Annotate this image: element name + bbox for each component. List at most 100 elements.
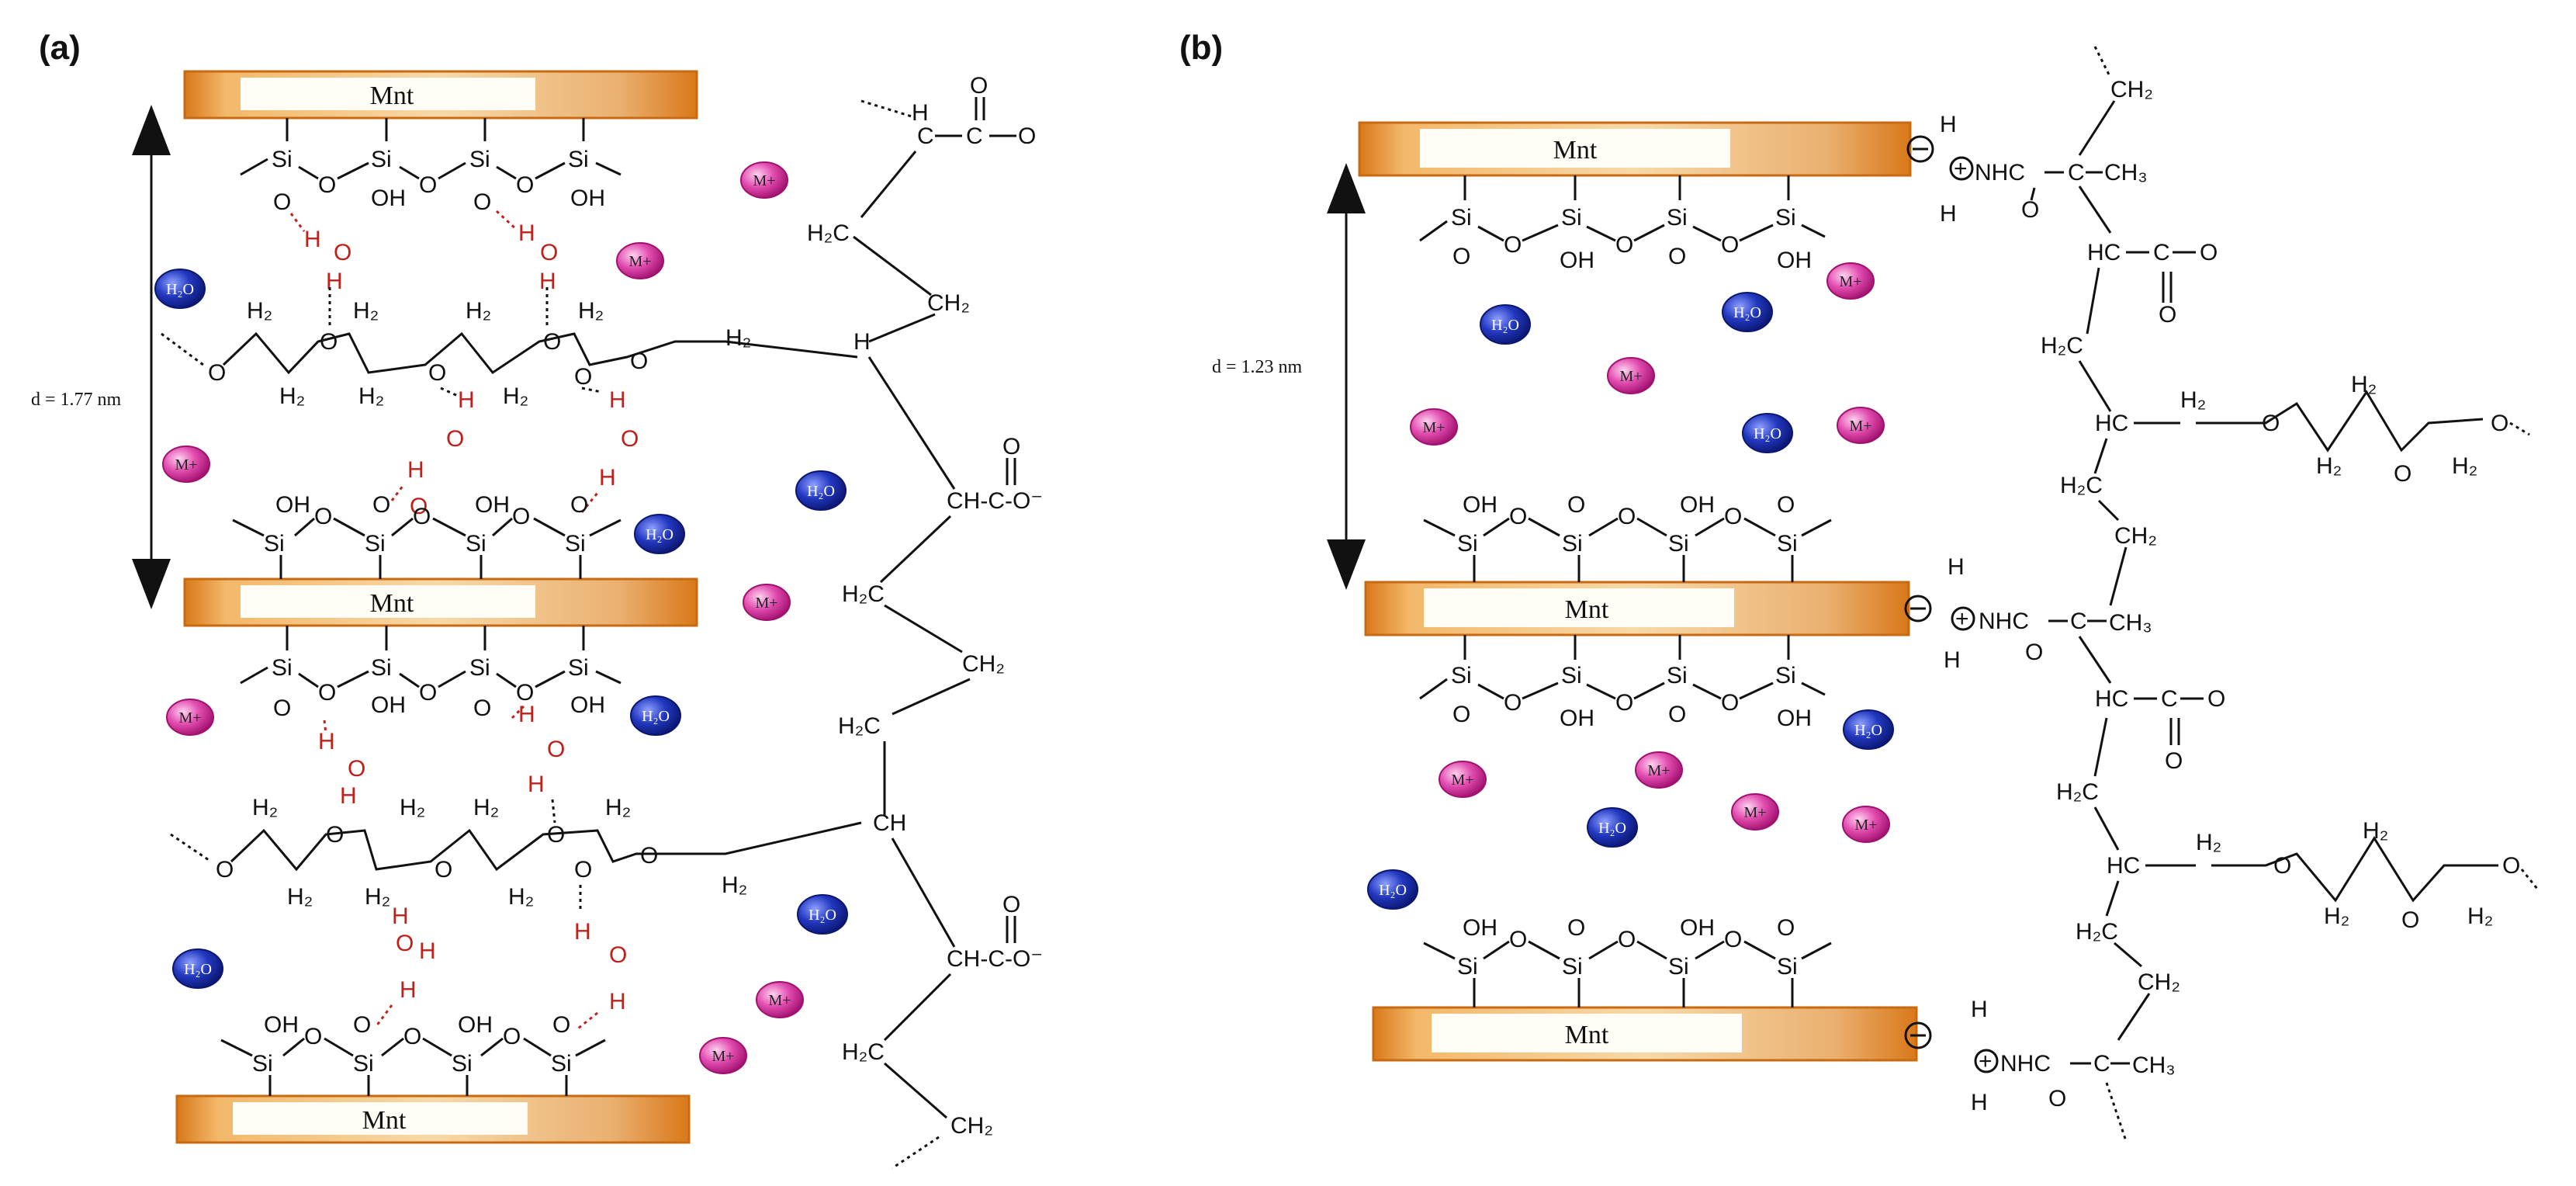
svg-text:Si: Si <box>1777 954 1798 980</box>
cation: M+ <box>740 161 788 199</box>
svg-text:O: O <box>273 189 291 215</box>
svg-text:H₂O: H₂O <box>807 483 835 500</box>
svg-text:M+: M+ <box>175 456 197 473</box>
svg-text:H: H <box>518 702 535 727</box>
silicate-row-a1: Si Si Si Si O O O OH OH O O <box>240 118 621 215</box>
cation: M+ <box>1837 407 1885 444</box>
water-ion: H₂O <box>1587 807 1638 848</box>
svg-text:O: O <box>2262 411 2280 436</box>
polymer-backbone-b: CH₂ H + NHC H O C CH₃ HC C O O H₂C HC H₂… <box>1940 46 2539 1142</box>
svg-text:H₂: H₂ <box>2467 903 2493 929</box>
svg-text:O: O <box>428 360 446 386</box>
svg-text:O: O <box>353 1012 371 1038</box>
svg-text:Si: Si <box>469 147 490 172</box>
polymer-backbone-a: H C C O O H₂C CH₂ H CH-C-O⁻ O H₂C CH₂ H₂… <box>807 73 1043 1170</box>
svg-text:CH₂: CH₂ <box>2110 77 2153 102</box>
svg-text:M+: M+ <box>1854 817 1877 834</box>
svg-text:HC: HC <box>2095 411 2128 436</box>
svg-text:O: O <box>543 329 561 355</box>
svg-text:Si: Si <box>551 1051 572 1077</box>
svg-text:O: O <box>574 364 592 390</box>
svg-text:M+: M+ <box>1647 762 1670 779</box>
svg-text:H₂O: H₂O <box>1491 317 1519 334</box>
svg-text:H₂: H₂ <box>2316 453 2342 479</box>
svg-text:H₂: H₂ <box>365 884 390 910</box>
svg-text:H₂: H₂ <box>2180 387 2206 413</box>
svg-text:+: + <box>1955 606 1969 632</box>
silicate-row-a2-top: OH OH O O Si Si Si Si O O O <box>232 492 621 579</box>
svg-text:Si: Si <box>1668 531 1689 557</box>
svg-text:O: O <box>503 1024 521 1049</box>
cation: M+ <box>1607 357 1655 394</box>
svg-text:O: O <box>314 504 332 529</box>
svg-text:H₂C: H₂C <box>2076 919 2118 945</box>
svg-text:O: O <box>1615 690 1633 716</box>
svg-text:H₂: H₂ <box>2452 453 2477 479</box>
svg-text:O: O <box>512 504 530 529</box>
svg-text:H₂: H₂ <box>2351 372 2377 397</box>
svg-text:H₂: H₂ <box>2324 903 2349 929</box>
svg-text:Si: Si <box>1668 954 1689 980</box>
svg-text:O: O <box>410 494 428 519</box>
svg-text:C: C <box>2093 1051 2110 1077</box>
svg-text:O: O <box>1668 702 1686 727</box>
svg-text:H: H <box>912 100 929 126</box>
d-spacing-label: d = 1.77 nm <box>31 390 122 410</box>
svg-text:OH: OH <box>371 692 406 718</box>
hbond-water-a-lower: H O H H O H <box>318 702 565 809</box>
svg-text:Si: Si <box>1561 663 1582 688</box>
svg-text:OH: OH <box>1560 706 1594 731</box>
svg-text:H₂: H₂ <box>473 795 499 820</box>
svg-text:H₂: H₂ <box>400 795 425 820</box>
svg-text:H₂C: H₂C <box>2056 779 2099 805</box>
svg-text:H: H <box>318 729 335 754</box>
panel-a-label: (a) <box>39 29 81 67</box>
svg-text:H₂: H₂ <box>503 383 528 409</box>
svg-text:O: O <box>516 680 534 706</box>
svg-text:H: H <box>392 903 409 929</box>
svg-text:Si: Si <box>272 147 293 172</box>
svg-text:CH₂: CH₂ <box>927 290 970 316</box>
svg-text:O: O <box>540 240 558 265</box>
water-ion: H₂O <box>1367 869 1418 910</box>
svg-text:OH: OH <box>1777 706 1812 731</box>
peg-chain-a-lower: O H₂ H₂ O H₂ H₂ O H₂ H₂ O H₂ O O H₂ <box>170 795 862 912</box>
svg-text:O: O <box>2273 853 2291 879</box>
svg-text:H₂C: H₂C <box>2060 473 2103 498</box>
mnt-layer-b3: Mnt <box>1372 1006 1918 1062</box>
svg-text:O: O <box>570 492 588 518</box>
svg-text:O: O <box>2165 748 2183 774</box>
svg-text:H: H <box>326 269 343 294</box>
svg-text:Si: Si <box>452 1051 473 1077</box>
water-ion: H₂O <box>1480 304 1531 345</box>
svg-text:H₂O: H₂O <box>184 961 212 978</box>
svg-text:Si: Si <box>1457 531 1478 557</box>
svg-text:H: H <box>419 938 436 964</box>
mnt-label: Mnt <box>370 589 414 618</box>
cation: M+ <box>1826 262 1875 300</box>
silicate-row-b2-bottom: Si Si Si Si O O O O OH O OH <box>1419 635 1826 731</box>
water-ion: H₂O <box>154 269 206 309</box>
svg-text:O: O <box>320 329 338 355</box>
cation: M+ <box>756 981 804 1018</box>
svg-text:CH₃: CH₃ <box>2132 1052 2176 1078</box>
peg-chain-a-upper: O H₂ H₂ O H₂ H₂ O H₂ H₂ O H₂ O O H₂ <box>161 287 858 409</box>
silicate-row-b1: Si Si Si Si O O O O OH O OH <box>1419 175 1826 273</box>
cation: M+ <box>162 446 210 483</box>
svg-text:M+: M+ <box>1743 804 1766 821</box>
svg-text:CH: CH <box>873 810 906 836</box>
svg-text:O: O <box>1002 892 1020 917</box>
svg-text:H: H <box>1940 201 1957 227</box>
svg-text:H₂C: H₂C <box>2041 333 2083 359</box>
svg-text:H: H <box>609 989 626 1014</box>
d-spacing-label: d = 1.23 nm <box>1212 357 1303 377</box>
svg-text:O: O <box>403 1024 421 1049</box>
cation: M+ <box>699 1037 747 1074</box>
svg-text:O: O <box>1504 232 1522 258</box>
svg-text:H₂: H₂ <box>247 298 272 324</box>
svg-text:Si: Si <box>1777 531 1798 557</box>
svg-text:CH-C-O⁻: CH-C-O⁻ <box>947 946 1043 972</box>
svg-text:H₂O: H₂O <box>1598 820 1626 837</box>
svg-text:O: O <box>1724 927 1742 952</box>
svg-text:H: H <box>1940 112 1957 137</box>
